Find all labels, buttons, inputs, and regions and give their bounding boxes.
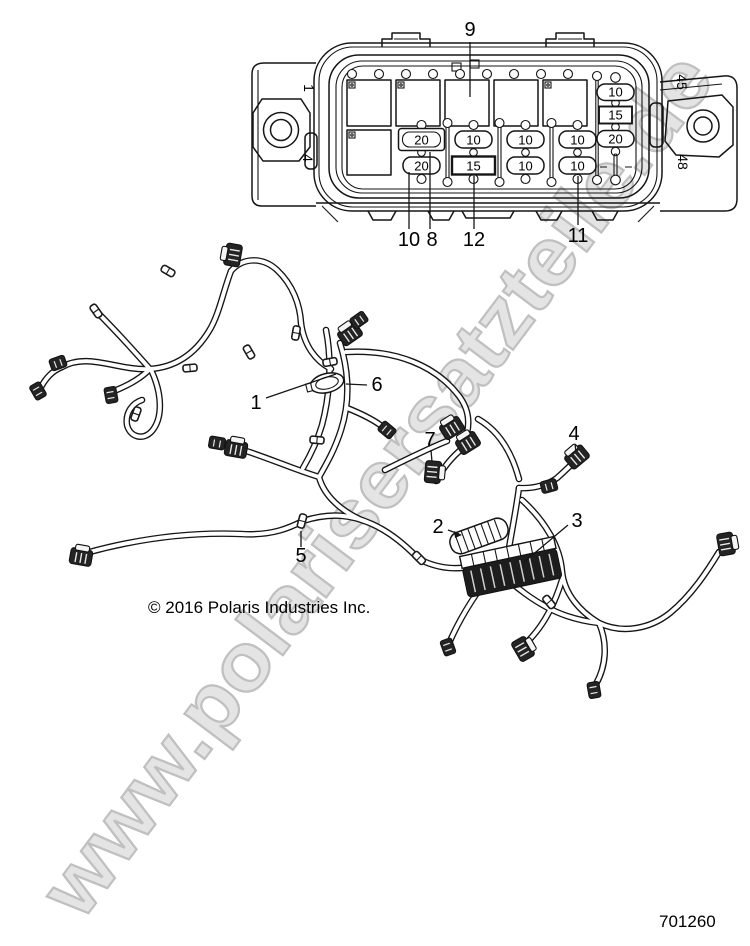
connector <box>223 434 250 460</box>
callout-12: 12 <box>463 229 485 251</box>
harness-clip <box>290 324 302 342</box>
relay-cavities <box>346 79 588 176</box>
connector <box>207 435 227 451</box>
callout-4: 4 <box>568 423 579 445</box>
callout-11: 11 <box>568 225 589 247</box>
harness-callouts: 1 6 7 4 2 3 5 <box>250 373 583 567</box>
fuse-value: 10 <box>518 159 532 174</box>
fuse-value: 10 <box>466 133 480 148</box>
connector <box>218 241 244 268</box>
pin-label-4: 4 <box>300 154 316 162</box>
callout-7: 7 <box>424 429 435 451</box>
fuse-value: 15 <box>466 159 480 174</box>
connector <box>586 680 602 700</box>
callout-1: 1 <box>250 392 261 414</box>
fusebox-diagram: 20 20 10 15 10 10 10 10 <box>251 19 738 251</box>
connector <box>103 385 119 405</box>
fusebox-left-bracket <box>251 62 316 207</box>
connector <box>715 530 741 557</box>
fuse-value: 10 <box>518 133 532 148</box>
callout-8: 8 <box>426 229 437 251</box>
pin-label-1: 1 <box>301 84 317 92</box>
right-grommet-icon <box>686 109 720 143</box>
fusebox-housing <box>313 32 663 223</box>
callout-9: 9 <box>464 19 475 41</box>
wiring-harness: 1 6 7 4 2 3 5 <box>28 241 741 700</box>
harness-clip <box>159 263 177 279</box>
fusebox-seal <box>328 54 650 199</box>
left-grommet-icon <box>262 111 300 149</box>
connector <box>539 477 559 495</box>
callout-5: 5 <box>295 545 306 567</box>
fuse-value: 20 <box>608 132 622 147</box>
harness-clip <box>321 356 339 368</box>
fuse-value: 15 <box>608 108 622 123</box>
callout-3: 3 <box>571 510 582 532</box>
connector <box>68 542 95 568</box>
part-number: 701260 <box>659 912 716 931</box>
callout-2-arrowhead <box>454 531 462 538</box>
callout-10: 10 <box>398 229 420 251</box>
fuse-value: 20 <box>414 133 428 148</box>
harness-clip <box>410 549 428 567</box>
callout-6: 6 <box>371 374 382 396</box>
round-connector-6 <box>304 372 345 394</box>
harness-clip <box>88 302 104 320</box>
fuse-block-3 <box>458 535 563 598</box>
pin-label-45: 45 <box>674 74 690 90</box>
fuse-value: 10 <box>570 159 584 174</box>
harness-clip <box>181 363 199 373</box>
terminal-circles <box>346 68 574 80</box>
fuse-value: 10 <box>570 133 584 148</box>
fusebox-callouts: 9 10 8 12 11 <box>398 19 589 251</box>
harness-clip <box>308 435 326 445</box>
pin-label-48: 48 <box>675 154 691 170</box>
fuse-value: 10 <box>608 85 622 100</box>
copyright-notice: © 2016 Polaris Industries Inc. <box>148 598 370 617</box>
callout-2: 2 <box>432 516 443 538</box>
fuse-value: 20 <box>414 159 428 174</box>
fuse-grid: 20 20 10 15 10 10 10 10 <box>397 70 635 188</box>
harness-clip <box>241 343 257 361</box>
ribbed-cover-2 <box>449 517 509 555</box>
